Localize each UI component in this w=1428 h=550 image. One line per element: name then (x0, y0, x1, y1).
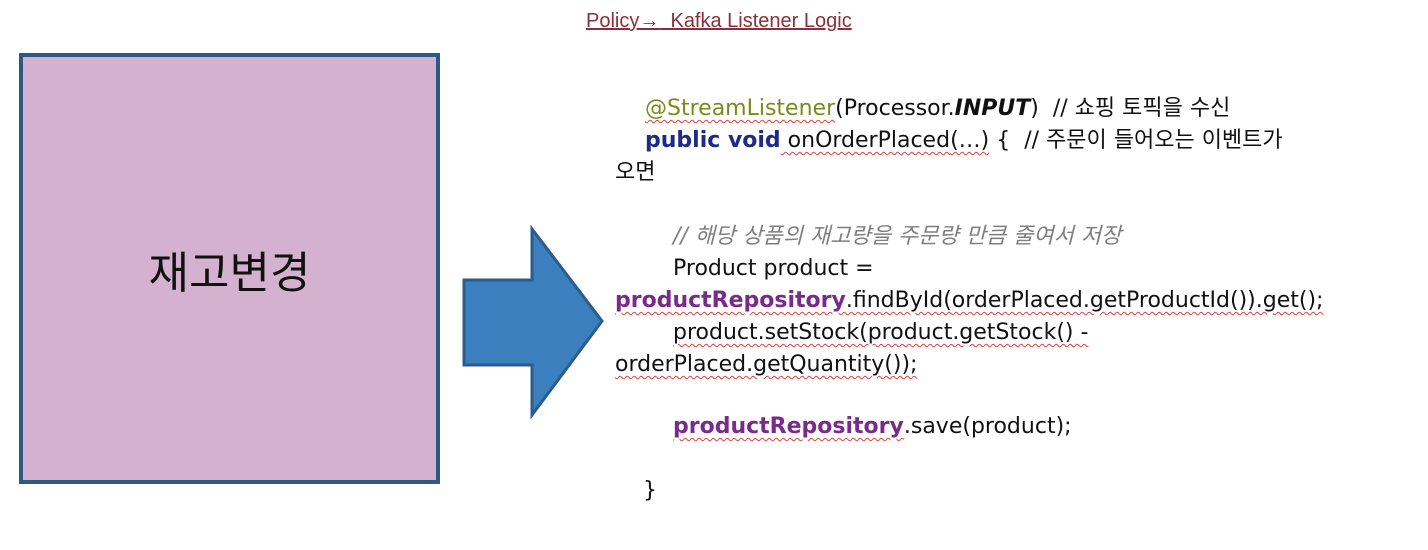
code-line-2: public void onOrderPlaced(…) { // 주문이 들어… (645, 125, 1283, 157)
right-arrow-shape-icon (462, 225, 604, 420)
box-label: 재고변경 (148, 247, 311, 299)
code-line-5: Product product = (673, 256, 874, 281)
code-token: (Processor. (835, 96, 955, 121)
code-token: ) // 쇼핑 토픽을 수신 (1030, 96, 1231, 121)
title-link[interactable]: Policy→ Kafka Listener Logic (586, 10, 852, 33)
arrow-polygon (462, 225, 604, 420)
title-prefix: Policy (586, 10, 640, 32)
closing-brace: } (643, 478, 657, 503)
code-line-7: product.setStock(product.getStock() - (673, 317, 1088, 349)
keyword-token: public void (645, 128, 781, 153)
title-text: Kafka Listener Logic (659, 10, 852, 32)
code-line-1: @StreamListener(Processor.INPUT) // 쇼핑 토… (645, 93, 1230, 125)
code-token: orderPlaced.getQuantity()); (615, 352, 918, 377)
code-token: .findById(orderPlaced.getProductId()).ge… (845, 288, 1324, 313)
field-token: productRepository (673, 414, 904, 439)
code-line-3: 오면 (615, 160, 656, 185)
input-token: INPUT (954, 96, 1031, 121)
code-token: { // 주문이 들어오는 이벤트가 (989, 128, 1283, 153)
args-token: (…) (950, 128, 990, 153)
right-arrow-icon: → (639, 10, 660, 32)
code-line-8: orderPlaced.getQuantity()); (615, 349, 917, 381)
annotation-token: @StreamListener (645, 96, 836, 121)
field-token: productRepository (615, 288, 846, 313)
code-token: product.setStock(product.getStock() - (673, 320, 1089, 345)
code-line-9: productRepository.save(product); (673, 411, 1072, 443)
code-comment-line: // 해당 상품의 재고량을 주문량 만큼 줄여서 저장 (673, 224, 1122, 249)
inventory-change-box: 재고변경 (19, 53, 440, 484)
code-token: .save(product); (903, 414, 1072, 439)
method-token: onOrderPlaced (780, 128, 951, 153)
code-line-6: productRepository.findById(orderPlaced.g… (615, 285, 1323, 317)
